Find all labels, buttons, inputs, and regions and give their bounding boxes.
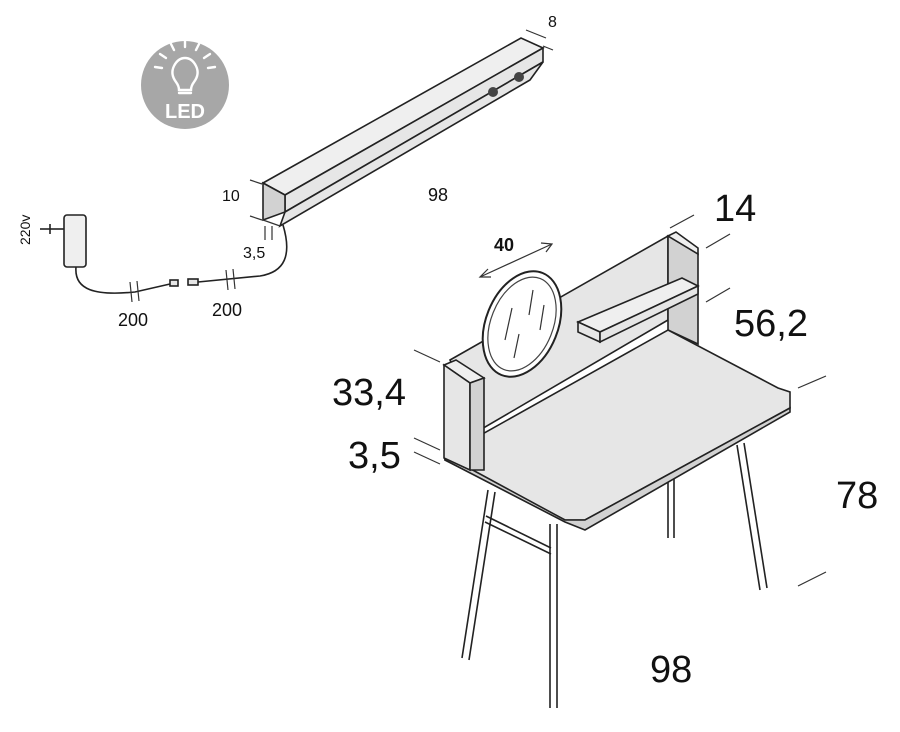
desk-height-label: 78 xyxy=(836,475,878,517)
side-height-label: 33,4 xyxy=(332,372,406,414)
led-bar: 8 10 98 3,5 xyxy=(222,14,557,262)
lightbulb-icon xyxy=(153,38,217,95)
adapter-voltage-label: 220v xyxy=(17,215,33,245)
led-bar-thickness-label: 3,5 xyxy=(243,245,265,262)
led-bar-width-label: 98 xyxy=(428,185,448,205)
round-mirror xyxy=(481,270,563,378)
shelf-depth-label: 14 xyxy=(714,188,756,230)
led-badge-label: LED xyxy=(165,101,205,123)
top-thickness-label: 3,5 xyxy=(348,435,401,477)
led-bar-depth-label: 8 xyxy=(548,14,557,31)
cable-length-label-2: 200 xyxy=(212,300,242,320)
mirror-dimension-arrow xyxy=(478,242,554,278)
led-badge: LED xyxy=(141,38,229,129)
power-cable: 200 200 xyxy=(75,224,288,330)
cable-length-label-1: 200 xyxy=(118,310,148,330)
mirror-diameter-label: 40 xyxy=(494,235,514,255)
led-badge-circle xyxy=(141,41,229,129)
led-bar-height-label: 10 xyxy=(222,188,240,205)
desk-width-label: 98 xyxy=(650,649,692,691)
spotlight-icon xyxy=(488,72,524,97)
desk: 40 14 56,2 33,4 3,5 78 98 xyxy=(332,188,878,708)
power-adapter: 220v xyxy=(17,214,87,268)
back-height-label: 56,2 xyxy=(734,303,808,345)
